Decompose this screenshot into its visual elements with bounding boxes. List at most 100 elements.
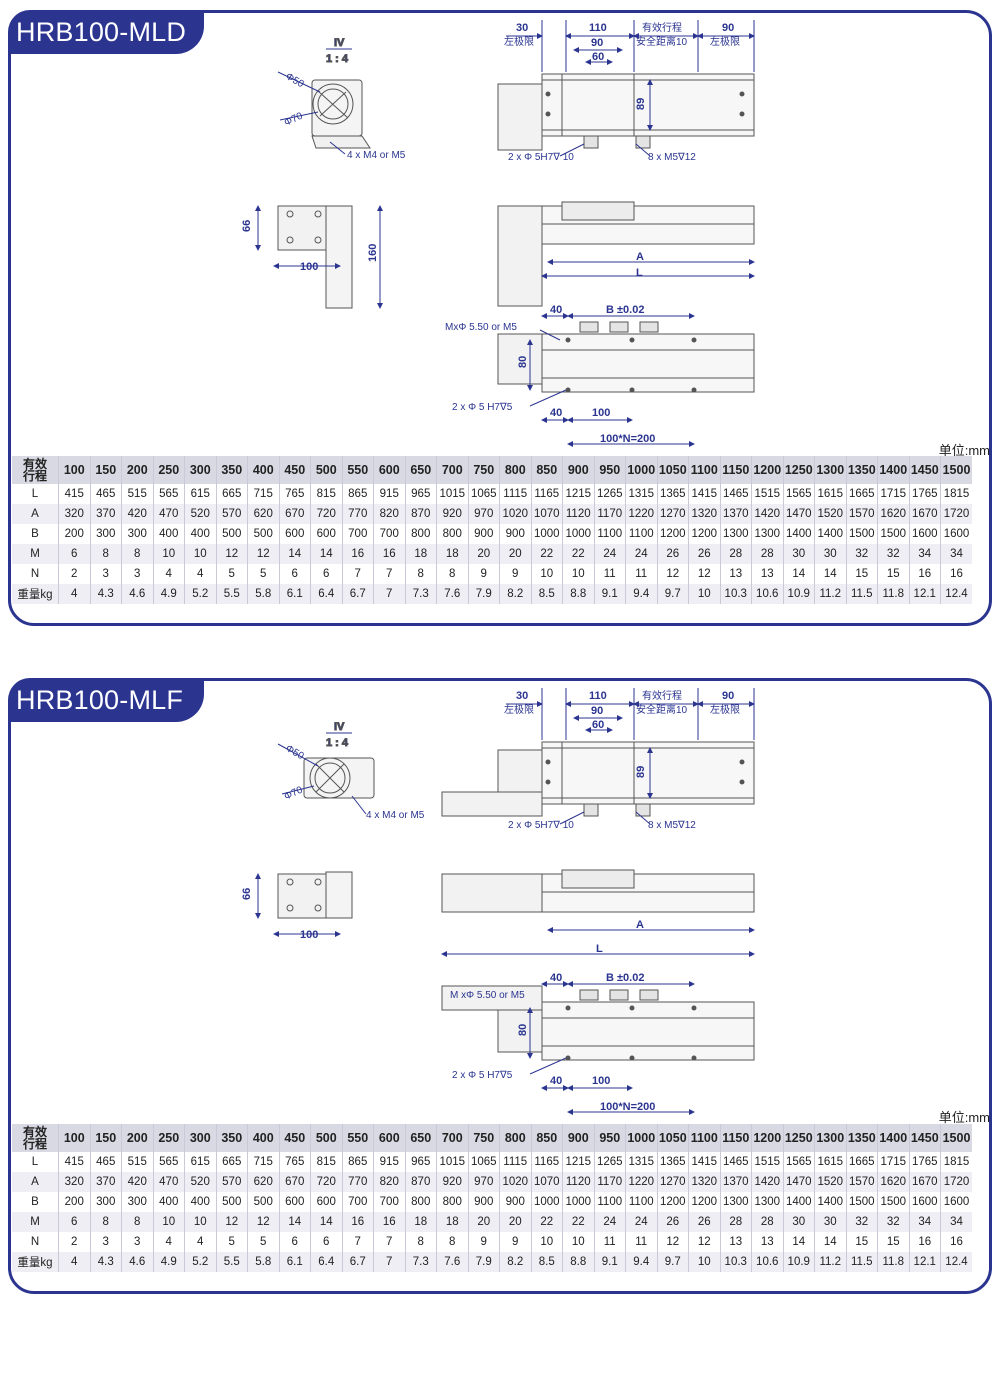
value-cell: 6.1 [278,1252,311,1272]
value-cell: 465 [89,484,122,504]
value-cell: 1120 [562,504,594,524]
value-cell: 10.3 [719,1252,752,1272]
header-label: 有效行程 [12,456,59,484]
value-cell: 7.3 [404,1252,437,1272]
value-cell: 400 [152,524,185,544]
stroke-cell: 800 [499,1124,531,1152]
value-cell: 420 [121,1172,153,1192]
base-view [441,981,755,1115]
dim-right-limit-val: 90 [722,22,734,34]
value-cell: 15 [845,564,878,584]
value-cell: 8 [436,1232,468,1252]
value-cell: 520 [184,504,216,524]
value-cell: 14 [310,1212,342,1232]
stroke-cell: 300 [184,1124,216,1152]
dim-d70: Φ70 [283,110,305,128]
value-cell: 1265 [593,484,626,504]
value-cell: 1315 [625,484,657,504]
value-cell: 1015 [436,484,468,504]
stroke-cell: 1250 [782,456,815,484]
value-cell: 1070 [530,504,563,524]
value-cell: 615 [184,484,216,504]
value-cell: 13 [751,1232,783,1252]
dim-base-m: M xΦ 5.50 or M5 [450,990,525,1001]
value-cell: 1300 [719,524,752,544]
value-cell: 34 [908,1212,941,1232]
value-cell: 1315 [625,1152,657,1172]
value-cell: 500 [247,1192,279,1212]
value-cell: 11 [625,564,657,584]
value-cell: 16 [908,564,941,584]
value-cell: 1115 [499,1152,531,1172]
value-cell: 1500 [845,1192,878,1212]
value-cell: 1270 [656,1172,689,1192]
dim-carriage: 110 [589,22,607,34]
value-cell: 16 [373,544,405,564]
value-cell: 1000 [530,1192,563,1212]
value-cell: 1620 [877,1172,909,1192]
unit-label: 单位:mm [938,443,990,458]
dim-l: L [636,267,643,279]
view-scale: 1 : 4 [326,737,349,749]
value-cell: 15 [877,1232,909,1252]
value-cell: 1320 [688,504,720,524]
value-cell: 8 [121,544,153,564]
value-cell: 32 [877,544,909,564]
value-cell: 5.8 [247,1252,279,1272]
value-cell: 1100 [625,1192,657,1212]
value-cell: 22 [562,1212,594,1232]
value-cell: 4.6 [121,584,153,604]
value-cell: 24 [625,1212,657,1232]
row-label: N [30,568,40,580]
value-cell: 24 [593,544,626,564]
value-cell: 865 [341,484,374,504]
value-cell: 1515 [751,484,783,504]
value-cell: 9.1 [593,584,626,604]
dim-base-80: 80 [517,1024,529,1036]
value-cell: 32 [845,544,878,564]
end-view: IV 1 : 4 [277,37,371,155]
value-cell: 500 [215,524,248,544]
value-cell: 6.4 [310,584,342,604]
dim-a: A [636,919,644,931]
row-label: N [30,1236,40,1248]
value-cell: 915 [373,1152,405,1172]
dim-base-40: 40 [550,304,562,316]
value-cell: 1520 [814,504,846,524]
value-cell: 820 [373,504,405,524]
value-cell: 1600 [908,1192,941,1212]
value-cell: 14 [814,564,846,584]
dim-side-h: 66 [241,220,253,232]
value-cell: 11 [593,1232,626,1252]
value-cell: 820 [373,1172,405,1192]
value-cell: 8 [436,564,468,584]
value-cell: 4.9 [152,1252,185,1272]
value-cell: 14 [814,1232,846,1252]
value-cell: 5 [247,564,279,584]
value-cell: 320 [58,504,90,524]
dim-stroke: 有效行程 [642,21,682,34]
dim-pin: 2 x Φ 5H7∇ 10 [508,152,574,163]
value-cell: 13 [751,564,783,584]
value-cell: 30 [782,1212,815,1232]
value-cell: 6 [310,564,342,584]
value-cell: 12 [688,1232,720,1252]
value-cell: 500 [247,524,279,544]
value-cell: 8.8 [562,1252,594,1272]
value-cell: 6.7 [341,584,374,604]
stroke-cell: 250 [152,456,185,484]
value-cell: 1470 [782,504,815,524]
value-cell: 800 [436,524,468,544]
value-cell: 1665 [845,484,878,504]
value-cell: 12.4 [940,1252,972,1272]
value-cell: 20 [499,1212,531,1232]
value-cell: 11.8 [877,584,909,604]
dim-base-80: 80 [517,356,529,368]
value-cell: 10 [562,1232,594,1252]
value-cell: 1565 [782,1152,815,1172]
value-cell: 1365 [656,484,689,504]
